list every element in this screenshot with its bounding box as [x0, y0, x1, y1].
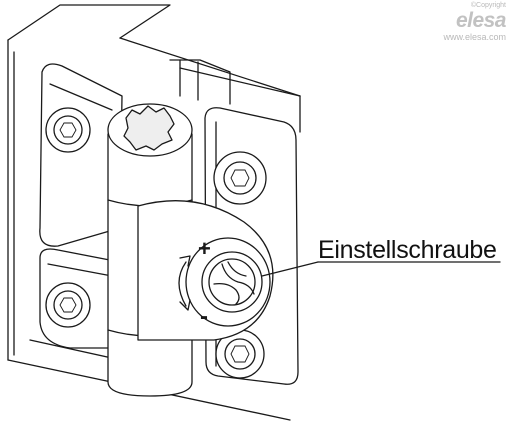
- rotation-arrow-icon: [178, 255, 191, 311]
- elesa-brand: ©Copyright elesa www.elesa.com: [434, 2, 506, 42]
- adjust-minus-label: -: [200, 303, 208, 330]
- copyright-text: ©Copyright: [470, 2, 506, 9]
- adjustment-screw: [201, 251, 263, 313]
- elesa-logo: elesa: [455, 9, 507, 32]
- callout-label: Einstellschraube: [318, 236, 497, 264]
- frame-profile: [7, 4, 301, 421]
- screw-top-left: [45, 107, 91, 153]
- screw-top-right: [213, 151, 267, 205]
- brand-url: www.elesa.com: [443, 32, 506, 42]
- callout-leader-line: [261, 261, 319, 277]
- adjust-plus-label: +: [198, 236, 211, 261]
- screw-bottom-left: [45, 282, 91, 328]
